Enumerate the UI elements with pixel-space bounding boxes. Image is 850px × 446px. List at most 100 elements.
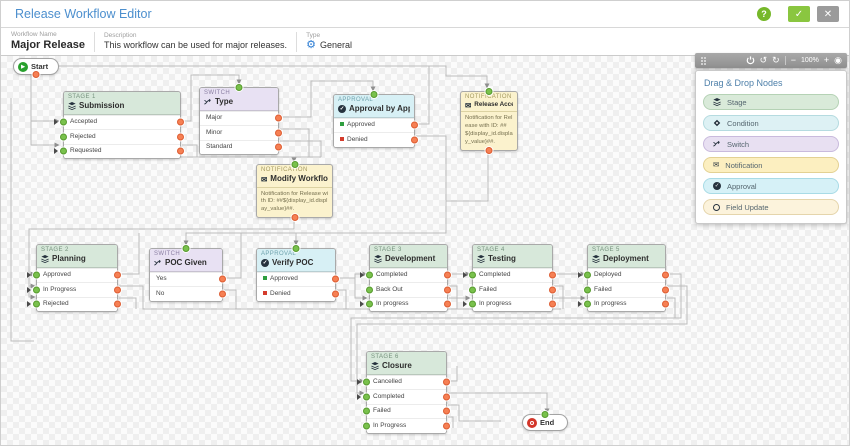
input-port[interactable] [235,84,243,91]
input-port[interactable] [469,286,476,294]
node-row-failed[interactable]: Failed [469,282,556,297]
input-port[interactable] [469,271,476,279]
node-row-completed[interactable]: Completed [463,267,556,283]
node-start[interactable]: ▶Start [13,58,59,78]
input-port[interactable] [291,161,298,168]
node-row-back-out[interactable]: Back Out [366,282,451,297]
settings-icon[interactable]: ◉ [834,55,842,65]
input-port[interactable] [366,286,373,294]
input-port[interactable] [33,286,40,294]
description-field[interactable]: Description This workflow can be used fo… [104,32,287,51]
input-port[interactable] [584,271,591,279]
input-port[interactable] [363,407,370,415]
output-port[interactable] [291,214,298,222]
node-row-requested[interactable]: Requested [54,143,184,159]
input-port[interactable] [366,300,373,308]
output-port[interactable] [177,118,184,126]
output-port[interactable] [444,300,451,308]
input-port[interactable] [366,271,373,279]
input-port[interactable] [60,147,67,155]
palette-item-notification[interactable]: ✉ Notification [703,157,839,173]
output-port[interactable] [177,133,184,141]
output-port[interactable] [275,114,282,122]
node-row-completed[interactable]: Completed [357,389,450,404]
node-row-in-progress[interactable]: In Progress [27,282,121,297]
node-row-approved[interactable]: Approved [334,117,418,133]
node-row-no[interactable]: No [150,286,226,301]
output-port[interactable] [332,290,339,298]
palette-item-switch[interactable]: Switch [703,136,839,152]
output-port[interactable] [219,290,226,298]
input-port[interactable] [363,422,370,430]
workflow-name-field[interactable]: Workflow Name Major Release [11,31,85,53]
node-release-accepted[interactable]: Notification✉Release AcceptedNotificatio… [460,88,518,154]
redo-icon[interactable]: ↻ [772,55,780,65]
output-port[interactable] [444,271,451,279]
input-port[interactable] [584,286,591,294]
output-port[interactable] [219,275,226,283]
node-end[interactable]: End [522,411,568,431]
node-row-yes[interactable]: Yes [150,271,226,287]
output-port[interactable] [114,300,121,308]
output-port[interactable] [549,286,556,294]
node-row-standard[interactable]: Standard [200,139,282,155]
input-port[interactable] [33,300,40,308]
palette-item-field-update[interactable]: Field Update [703,199,839,215]
output-port[interactable] [114,271,121,279]
output-port[interactable] [114,286,121,294]
output-port[interactable] [485,146,493,154]
type-field[interactable]: Type ⚙ General [306,32,352,51]
node-submission[interactable]: Stage 1SubmissionAcceptedRejectedRequest… [54,91,184,160]
node-row-cancelled[interactable]: Cancelled [357,374,450,390]
zoom-in-button[interactable]: + [823,55,830,65]
drag-handle-icon[interactable] [700,56,707,66]
output-port[interactable] [444,286,451,294]
node-row-completed[interactable]: Completed [360,267,451,283]
output-port[interactable] [662,300,669,308]
input-port[interactable] [60,118,67,126]
node-row-rejected[interactable]: Rejected [27,296,121,312]
output-port[interactable] [443,378,450,386]
output-port[interactable] [443,422,450,430]
workflow-canvas[interactable]: ▶StartStage 1SubmissionAcceptedRejectedR… [1,53,849,445]
output-port[interactable] [549,271,556,279]
input-port[interactable] [33,271,40,279]
output-port[interactable] [662,286,669,294]
input-port[interactable] [541,411,549,418]
input-port[interactable] [584,300,591,308]
palette-item-condition[interactable]: Condition [703,115,839,131]
confirm-button[interactable]: ✓ [788,6,810,22]
input-port[interactable] [182,245,190,252]
node-row-denied[interactable]: Denied [334,132,418,147]
output-port[interactable] [177,147,184,155]
output-port[interactable] [411,121,418,129]
node-row-in-progress[interactable]: In progress [578,296,669,312]
input-port[interactable] [363,393,370,401]
node-closure[interactable]: Stage 6ClosureCancelledCompletedFailedIn… [357,351,450,434]
input-port[interactable] [60,133,67,141]
node-row-accepted[interactable]: Accepted [54,114,184,130]
output-port[interactable] [275,129,282,137]
node-approval-by-appli[interactable]: Approval✓Approval by Appli...ApprovedDen… [333,91,418,148]
help-button[interactable]: ? [757,7,771,21]
input-port[interactable] [363,378,370,386]
undo-icon[interactable]: ↺ [759,55,768,65]
output-port[interactable] [662,271,669,279]
output-port[interactable] [332,275,339,283]
node-row-approved[interactable]: Approved [257,271,339,287]
node-row-minor[interactable]: Minor [200,125,282,140]
output-port[interactable] [443,393,450,401]
node-row-in-progress[interactable]: In progress [360,296,451,312]
palette-item-approval[interactable]: ✓ Approval [703,178,839,194]
palette-item-stage[interactable]: Stage [703,94,839,110]
node-row-failed[interactable]: Failed [363,403,450,419]
input-port[interactable] [485,88,493,95]
zoom-out-button[interactable]: − [790,55,796,65]
node-row-major[interactable]: Major [200,110,282,126]
node-row-rejected[interactable]: Rejected [60,129,184,144]
input-port[interactable] [292,245,300,252]
